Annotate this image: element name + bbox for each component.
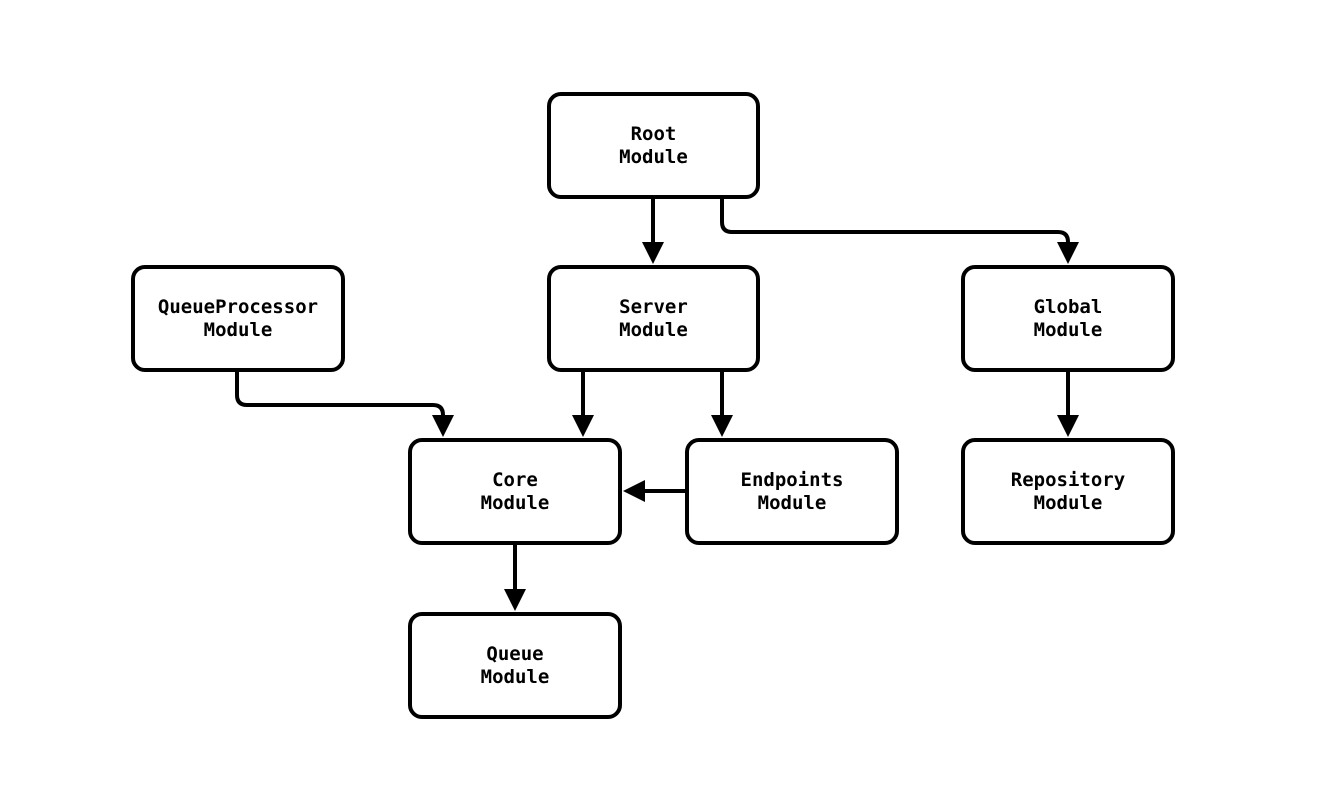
node-box bbox=[961, 438, 1175, 545]
node-label-line2: Module bbox=[481, 492, 550, 514]
node-box bbox=[547, 92, 760, 199]
node-label-line2: Module bbox=[758, 492, 827, 514]
node-label-line1: Repository bbox=[1011, 469, 1125, 491]
node-label-line1: QueueProcessor bbox=[158, 296, 318, 318]
node-label-line1: Root bbox=[631, 123, 677, 145]
node-label-line2: Module bbox=[1034, 319, 1103, 341]
arrowhead-icon bbox=[623, 480, 645, 502]
node-box bbox=[961, 265, 1175, 372]
arrowhead-icon bbox=[572, 415, 594, 437]
edges-layer bbox=[235, 197, 1079, 611]
node-box bbox=[547, 265, 760, 372]
edge-line bbox=[720, 197, 1070, 247]
node-label-line1: Queue bbox=[486, 643, 543, 665]
node-label-line1: Server bbox=[619, 296, 688, 318]
node-label-line1: Endpoints bbox=[741, 469, 844, 491]
node-label-line1: Global bbox=[1034, 296, 1103, 318]
node-label-line2: Module bbox=[619, 319, 688, 341]
arrowhead-icon bbox=[432, 415, 454, 437]
arrowhead-icon bbox=[642, 242, 664, 264]
edge-core-to-queue bbox=[504, 543, 526, 611]
node-label-line2: Module bbox=[619, 146, 688, 168]
edge-server-to-core bbox=[572, 370, 594, 437]
node-label-line2: Module bbox=[204, 319, 273, 341]
node-label-line2: Module bbox=[1034, 492, 1103, 514]
arrowhead-icon bbox=[504, 589, 526, 611]
edge-root-to-global bbox=[720, 197, 1079, 264]
edge-line bbox=[235, 370, 445, 420]
node-label-line2: Module bbox=[481, 666, 550, 688]
node-label-line1: Core bbox=[492, 469, 538, 491]
edge-queueprocessor-to-core bbox=[235, 370, 454, 437]
edge-root-to-server bbox=[642, 197, 664, 264]
node-box bbox=[408, 438, 622, 545]
node-box bbox=[408, 612, 622, 719]
node-box bbox=[131, 265, 345, 372]
edge-endpoints-to-core bbox=[623, 480, 687, 502]
arrowhead-icon bbox=[711, 415, 733, 437]
nodes-layer: RootModuleQueueProcessorModuleServerModu… bbox=[131, 92, 1175, 719]
node-box bbox=[685, 438, 899, 545]
arrowhead-icon bbox=[1057, 415, 1079, 437]
edge-global-to-repository bbox=[1057, 370, 1079, 437]
edge-server-to-endpoints bbox=[711, 370, 733, 437]
arrowhead-icon bbox=[1057, 242, 1079, 264]
